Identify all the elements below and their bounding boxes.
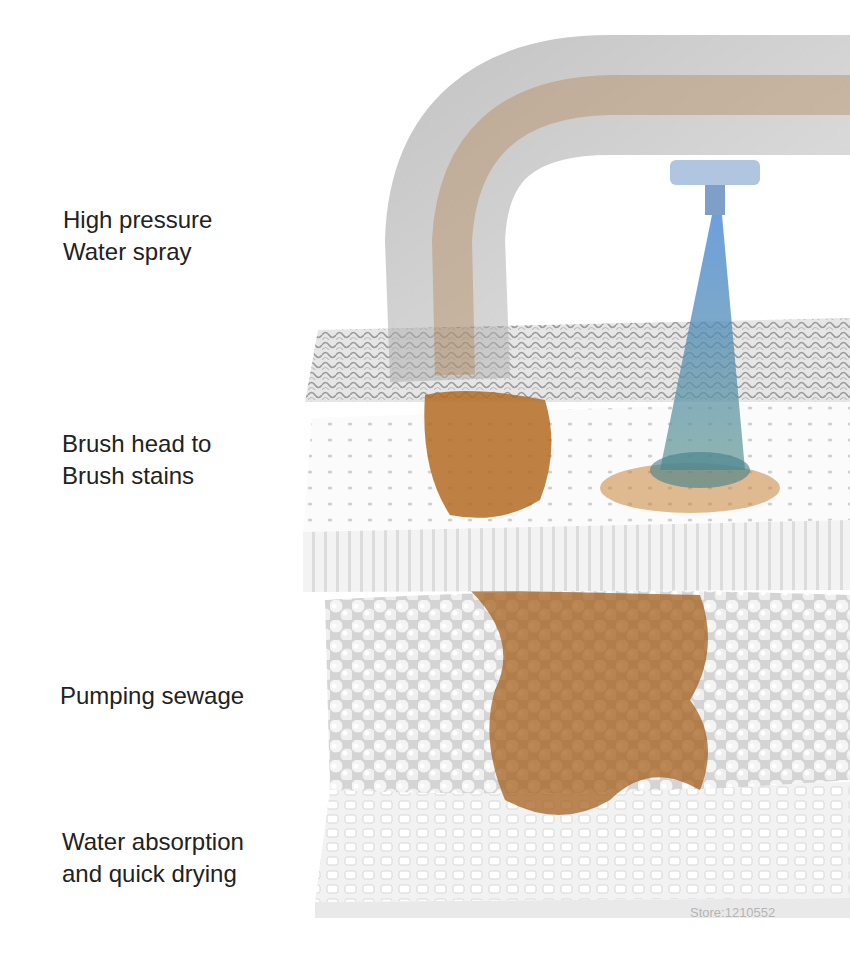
layer-label: Water absorption and quick drying bbox=[62, 826, 277, 890]
layer-label: High pressure Water spray bbox=[63, 204, 263, 268]
watermark: Store:1210552 bbox=[690, 905, 840, 921]
layer-label: Brush head to Brush stains bbox=[62, 428, 262, 492]
layer-label: Pumping sewage bbox=[60, 680, 320, 712]
